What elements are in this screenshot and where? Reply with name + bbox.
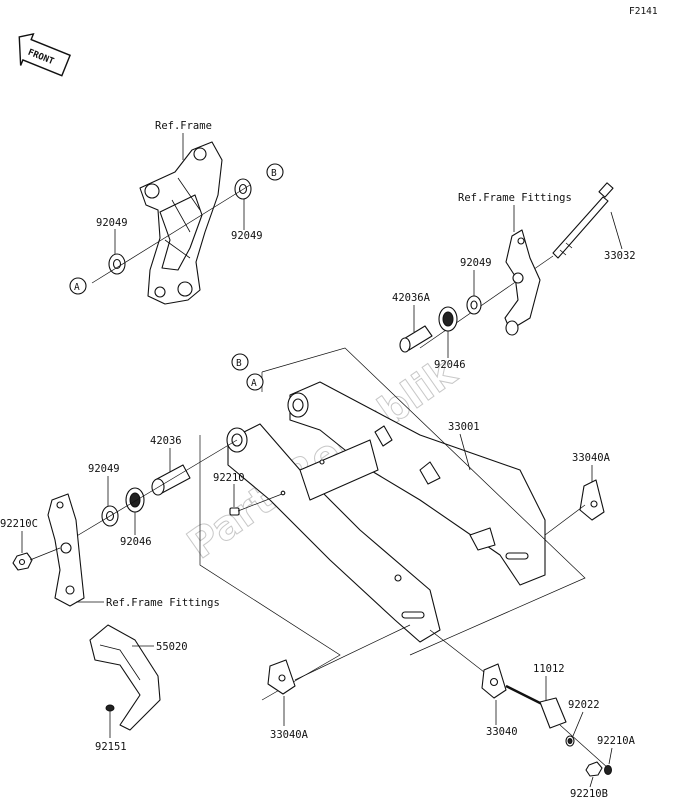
label-33032: 33032 — [604, 250, 636, 262]
label-92046-upper: 92046 — [434, 359, 466, 371]
callout-a-upper-text: A — [74, 282, 80, 293]
nut-92210B — [585, 761, 603, 777]
frame-fitting-right — [504, 229, 541, 336]
callout-a-lower: A — [246, 373, 264, 391]
label-42036: 42036 — [150, 435, 182, 447]
callout-a-upper: A — [69, 277, 87, 295]
collar-42036A — [399, 325, 433, 353]
frame-fitting-left — [47, 493, 85, 607]
callout-b-lower-text: B — [236, 358, 242, 369]
callout-b-upper: B — [266, 163, 284, 181]
bolt-11012 — [505, 684, 567, 729]
nut-92210A — [604, 765, 612, 775]
label-92046-lower: 92046 — [120, 536, 152, 548]
label-92210C: 92210C — [0, 518, 38, 530]
collar-42036 — [151, 464, 191, 496]
chain-guide-55020 — [89, 624, 161, 731]
label-92022: 92022 — [568, 699, 600, 711]
screw-92151 — [105, 704, 115, 720]
label-92049-lower: 92049 — [88, 463, 120, 475]
label-11012: 11012 — [533, 663, 565, 675]
label-92151: 92151 — [95, 741, 127, 753]
callout-b-lower: B — [231, 353, 249, 371]
front-arrow-icon: FRONT — [18, 33, 71, 77]
frame-plate — [139, 141, 223, 305]
nut-92210C — [12, 552, 33, 571]
nut-92022 — [565, 735, 575, 747]
pivot-shaft-33032 — [552, 182, 614, 259]
label-33001: 33001 — [448, 421, 480, 433]
label-33040A-bottom: 33040A — [270, 729, 309, 741]
callout-b-upper-text: B — [271, 168, 277, 179]
adjuster-33040A-bottom — [267, 659, 296, 695]
ref-frame-fittings-bottom-label: Ref.Frame Fittings — [106, 597, 220, 609]
diagram-code: F2141 — [629, 6, 658, 17]
bearing-92046-lower — [125, 487, 145, 513]
label-92210: 92210 — [213, 472, 245, 484]
adjuster-33040A-right — [579, 479, 605, 521]
label-33040: 33040 — [486, 726, 518, 738]
adjuster-33040 — [481, 663, 507, 699]
label-33040A-right: 33040A — [572, 452, 611, 464]
label-92049-right: 92049 — [231, 230, 263, 242]
label-92210B: 92210B — [570, 788, 608, 800]
label-92049-left: 92049 — [96, 217, 128, 229]
callout-a-lower-text: A — [251, 378, 257, 389]
label-92049-fittings: 92049 — [460, 257, 492, 269]
bolt-92210 — [229, 490, 286, 516]
label-92210A: 92210A — [597, 735, 636, 747]
bearing-92046-upper — [438, 306, 458, 332]
swingarm-33001 — [226, 381, 546, 643]
label-42036A: 42036A — [392, 292, 431, 304]
ref-frame-fittings-top-label: Ref.Frame Fittings — [458, 192, 572, 204]
ref-frame-label: Ref.Frame — [155, 120, 212, 132]
label-55020: 55020 — [156, 641, 188, 653]
